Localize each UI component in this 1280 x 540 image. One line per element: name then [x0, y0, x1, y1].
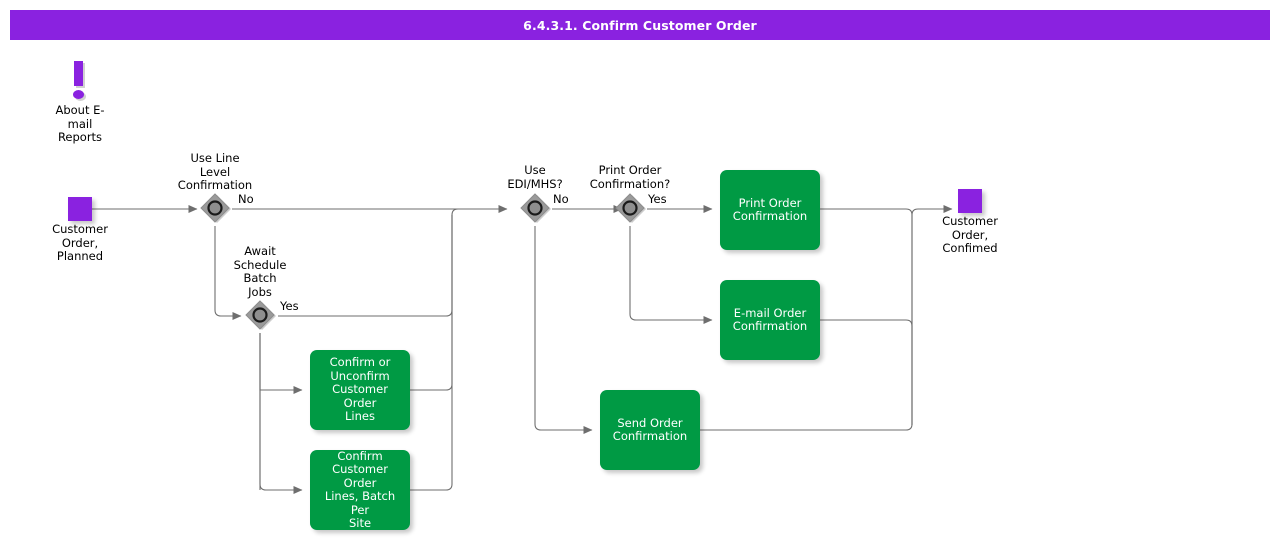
- activity-send-order-confirmation-label: Send Order Confirmation: [612, 415, 688, 443]
- activity-send-order-confirmation[interactable]: Send Order Confirmation: [600, 390, 700, 470]
- edge-merge-into-main: [451, 208, 507, 216]
- page-title: 6.4.3.1. Confirm Customer Order: [523, 17, 757, 33]
- branch-label-use-line-level-confirmation-no: No: [238, 192, 254, 206]
- edge-useedi-to-send-order-confirmation: [534, 226, 593, 434]
- branch-label-use-edi-mhs-no: No: [553, 192, 569, 206]
- decision-use-edi-mhs-label: Use EDI/MHS?: [507, 163, 563, 191]
- activity-confirm-customer-order-lines-batch-per-site[interactable]: Confirm Customer Order Lines, Batch Per …: [310, 448, 410, 530]
- activity-email-order-confirmation-label: E-mail Order Confirmation: [732, 305, 808, 333]
- terminator-start-label: Customer Order, Planned: [52, 222, 108, 263]
- decision-await-schedule-batch-jobs-label: Await Schedule Batch Jobs: [233, 244, 287, 299]
- decision-print-order-confirmation[interactable]: [613, 192, 647, 226]
- activity-email-order-confirmation[interactable]: E-mail Order Confirmation: [720, 280, 820, 360]
- decision-use-edi-mhs[interactable]: [518, 192, 552, 226]
- decision-print-order-confirmation-label: Print Order Confirmation?: [589, 163, 671, 191]
- branch-label-await-schedule-batch-jobs-yes: Yes: [280, 299, 299, 313]
- activity-print-order-confirmation[interactable]: Print Order Confirmation: [720, 170, 820, 250]
- edge-confirm-batch-to-merge: [410, 215, 453, 491]
- note-label: About E- mail Reports: [55, 103, 105, 144]
- exclamation-icon: [73, 61, 86, 101]
- activity-print-order-confirmation-label: Print Order Confirmation: [732, 195, 808, 223]
- edge-printdecision-to-email: [629, 226, 713, 324]
- activity-confirm-or-unconfirm-customer-order-lines-label: Confirm or Unconfirm Customer Order Line…: [329, 355, 391, 424]
- terminator-start[interactable]: [68, 197, 92, 221]
- decision-use-line-level-confirmation[interactable]: [198, 192, 232, 226]
- edge-await-to-confirm-or-unconfirm: [259, 333, 303, 394]
- edge-email-to-rightmerge: [820, 319, 913, 425]
- edge-await-to-confirm-batch-per-site: [259, 333, 303, 494]
- decision-use-line-level-confirmation-label: Use Line Level Confirmation: [177, 151, 253, 192]
- edge-confirm-or-unconfirm-to-merge: [410, 215, 453, 391]
- terminator-end-label: Customer Order, Confimed: [942, 214, 998, 255]
- edge-print-to-rightmerge: [820, 208, 913, 425]
- decision-await-schedule-batch-jobs[interactable]: [243, 299, 277, 333]
- branch-label-print-order-confirmation-yes: Yes: [648, 192, 667, 206]
- activity-confirm-customer-order-lines-batch-per-site-label: Confirm Customer Order Lines, Batch Per …: [324, 448, 396, 530]
- page-title-bar: 6.4.3.1. Confirm Customer Order: [10, 10, 1270, 40]
- activity-confirm-or-unconfirm-customer-order-lines[interactable]: Confirm or Unconfirm Customer Order Line…: [310, 350, 410, 430]
- terminator-end[interactable]: [958, 189, 982, 213]
